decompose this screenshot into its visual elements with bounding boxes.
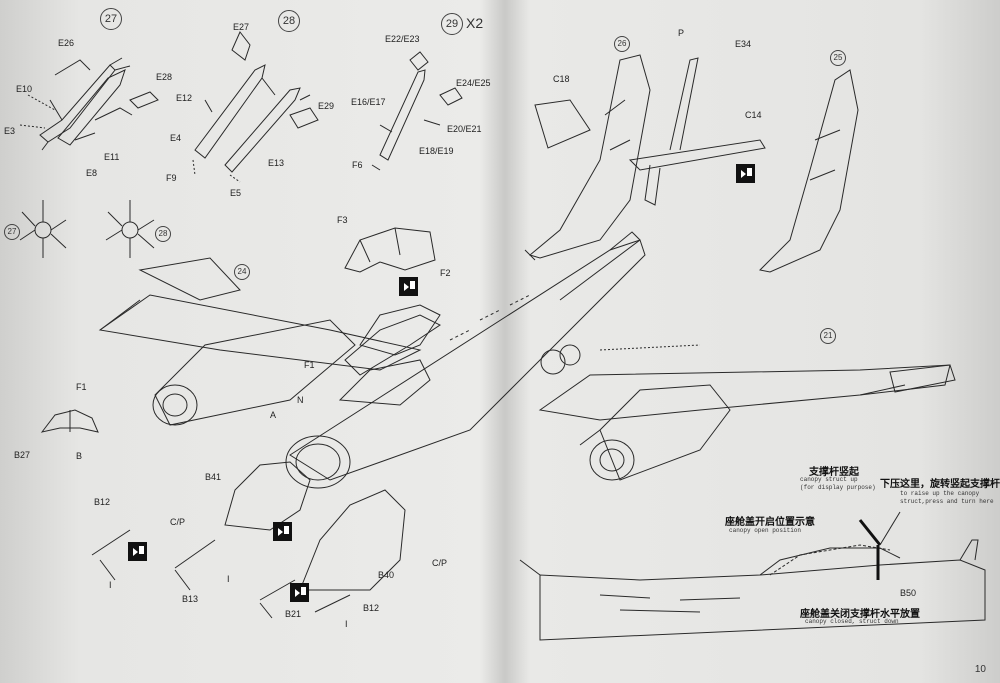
- cement-glue-icon: [128, 164, 755, 602]
- missile-29-drawing: [371, 51, 463, 171]
- press-turn-note-en2: struct,press and turn here: [900, 498, 994, 505]
- part-label: E3: [4, 126, 16, 136]
- step-27-number: 27: [100, 8, 122, 30]
- part-label: E24/E25: [456, 78, 491, 88]
- intake-cover-b41: [224, 461, 311, 531]
- page-number: 10: [974, 664, 986, 675]
- tail-25-drawing: [758, 69, 859, 273]
- part-label: E13: [268, 158, 285, 168]
- part-label: B40: [378, 570, 395, 580]
- step-29-number: 29: [441, 13, 463, 35]
- part-label: I: [227, 574, 230, 584]
- canopy-f3-drawing: [344, 227, 436, 273]
- part-label: F2: [440, 268, 451, 278]
- part-label: C/P: [170, 517, 186, 527]
- stabilizer-drawing: [534, 57, 766, 206]
- part-label: A: [270, 410, 277, 420]
- part-label: E5: [230, 188, 242, 198]
- part-label: B50: [900, 588, 917, 598]
- intake-cover-b40: [299, 489, 406, 591]
- part-label: F3: [337, 215, 348, 225]
- part-label: C18: [553, 74, 570, 84]
- part-label: E27: [233, 22, 250, 32]
- step-25-number: 25: [830, 50, 846, 66]
- part-label: I: [109, 580, 112, 590]
- step-21-number: 21: [820, 328, 836, 344]
- canopy-closed-note-en: canopy closed, struct down: [805, 618, 899, 625]
- part-label: E22/E23: [385, 34, 420, 44]
- part-label: E12: [176, 93, 193, 103]
- aircraft-drawing: [98, 231, 956, 489]
- missile-27-drawing: [19, 57, 159, 151]
- part-label: B13: [182, 594, 199, 604]
- canopy-section-diagram: [519, 511, 986, 641]
- part-label: B: [76, 451, 83, 461]
- part-label: F6: [352, 160, 363, 170]
- part-label: N: [297, 395, 304, 405]
- part-label: E10: [16, 84, 33, 94]
- pitot-parts: [91, 529, 351, 619]
- canopy-detail-f1: [40, 409, 99, 433]
- fin-view-27-number: 27: [4, 224, 20, 240]
- part-label: E18/E19: [419, 146, 454, 156]
- strut-up-note-en2: (for display purpose): [800, 484, 876, 491]
- fin-view-28: [105, 200, 155, 258]
- press-turn-note-cn: 下压这里，旋转竖起支撑杆: [880, 479, 1000, 490]
- part-label: B41: [205, 472, 222, 482]
- part-label: E11: [104, 152, 120, 162]
- part-label: F1: [304, 360, 315, 370]
- part-label: B12: [94, 497, 111, 507]
- part-label: E20/E21: [447, 124, 482, 134]
- part-label: C14: [745, 110, 762, 120]
- step-24-number: 24: [234, 264, 250, 280]
- part-label: F1: [76, 382, 87, 392]
- press-turn-note-en: to raise up the canopy: [900, 490, 980, 497]
- part-label: E29: [318, 101, 335, 111]
- part-label: P: [678, 28, 685, 38]
- part-label: B12: [363, 603, 380, 613]
- missile-28-drawing: [192, 31, 319, 183]
- part-label: C/P: [432, 558, 448, 568]
- part-label: E16/E17: [351, 97, 386, 107]
- canopy-open-note-en: canopy open position: [729, 527, 802, 534]
- part-label: I: [345, 619, 348, 629]
- fin-view-27: [19, 200, 67, 258]
- part-label: E8: [86, 168, 98, 178]
- canopy-open-note-cn: 座舱盖开启位置示意: [725, 517, 815, 528]
- tail-26-drawing: [524, 54, 651, 261]
- step-26-number: 26: [614, 36, 630, 52]
- part-label: F9: [166, 173, 177, 183]
- canopy-closed-note-cn: 座舱盖关闭支撑杆水平放置: [800, 609, 920, 620]
- fin-view-28-number: 28: [155, 226, 171, 242]
- part-label: E28: [156, 72, 173, 82]
- part-label: E34: [735, 39, 752, 49]
- part-label: B21: [285, 609, 302, 619]
- step-29-multiplier: X2: [466, 15, 484, 31]
- canopy-f2-drawing: [359, 304, 441, 356]
- part-label: E4: [170, 133, 182, 143]
- strut-up-note-en: canopy struct up: [800, 476, 858, 483]
- strut-up-note-cn: 支撑杆竖起: [809, 467, 859, 478]
- part-label: E26: [58, 38, 75, 48]
- step-28-number: 28: [278, 10, 300, 32]
- part-label: B27: [14, 450, 31, 460]
